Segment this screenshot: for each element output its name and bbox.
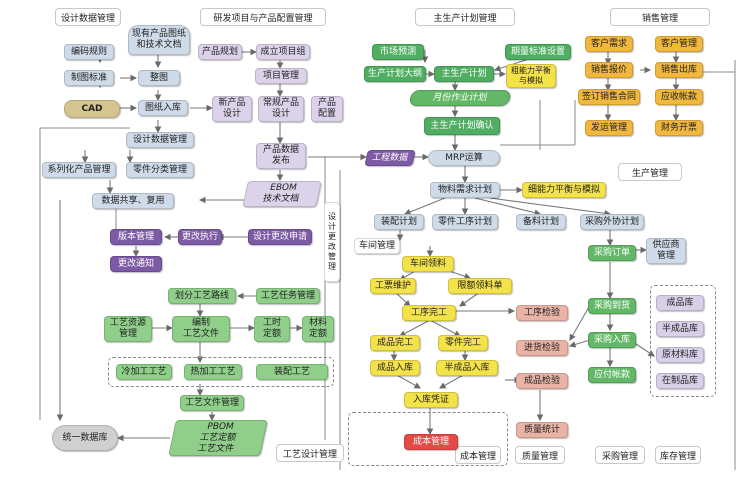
node-task-mgmt[interactable]: 工艺任务管理	[256, 288, 320, 304]
node-wh-raw[interactable]: 原材料库	[656, 347, 704, 363]
section-purchase: 采购管理	[595, 446, 645, 464]
node-series-mgmt[interactable]: 系列化产品管理	[42, 162, 116, 178]
node-purchase-store[interactable]: 采购入库	[588, 332, 636, 348]
section-rd-config: 研发项目与产品配置管理	[200, 8, 326, 26]
node-sales-quote[interactable]: 销售报价	[585, 62, 633, 78]
node-cost-mgmt[interactable]: 成本管理	[404, 434, 458, 450]
cost-group	[348, 412, 508, 466]
node-mrp[interactable]: MRP运算	[428, 150, 500, 166]
section-design-data: 设计数据管理	[55, 8, 121, 26]
node-unified-db[interactable]: 统一数据库	[52, 425, 118, 451]
node-limit-picking[interactable]: 限额领料单	[448, 278, 512, 294]
warehouse-group	[650, 285, 716, 397]
node-mps[interactable]: 主生产计划	[434, 66, 494, 82]
node-change-exec[interactable]: 更改执行	[178, 229, 222, 245]
node-parts-done[interactable]: 零件完工	[438, 335, 488, 351]
node-hot-proc[interactable]: 热加工工艺	[184, 364, 242, 380]
node-monthly-plan[interactable]: 月份作业计划	[408, 90, 512, 106]
node-parts-class[interactable]: 零件分类管理	[126, 162, 194, 178]
section-inventory: 库存管理	[655, 446, 701, 464]
node-purchase-order[interactable]: 采购订单	[588, 245, 636, 261]
node-parts-proc-plan[interactable]: 零件工序计划	[432, 214, 498, 230]
node-eng-data[interactable]: 工程数据	[364, 150, 416, 166]
node-product-store[interactable]: 成品入库	[370, 360, 420, 376]
node-batch-setting[interactable]: 期量标准设置	[505, 44, 571, 60]
node-organize[interactable]: 整图	[138, 70, 180, 86]
node-route-division[interactable]: 划分工艺路线	[168, 288, 236, 304]
node-wh-finished[interactable]: 成品库	[656, 295, 704, 311]
node-resource-mgmt[interactable]: 工艺资源 管理	[104, 316, 152, 342]
node-product-inspect[interactable]: 成品检验	[516, 373, 568, 389]
node-compile-doc[interactable]: 编制 工艺文件	[172, 316, 230, 342]
node-sign-contract[interactable]: 签订销售合同	[578, 89, 640, 105]
node-material-plan[interactable]: 备料计划	[516, 214, 566, 230]
node-ebom[interactable]: EBOM 技术文档	[242, 181, 322, 207]
node-sales-out[interactable]: 销售出库	[655, 62, 703, 78]
node-proc-complete[interactable]: 工序完工	[402, 305, 456, 321]
node-store-voucher[interactable]: 入库凭证	[404, 392, 458, 408]
section-master-plan: 主生产计划管理	[415, 8, 515, 26]
node-cust-mgmt[interactable]: 客户管理	[655, 36, 703, 52]
node-cust-demand[interactable]: 客户需求	[585, 36, 633, 52]
node-labor-quota[interactable]: 工时 定额	[254, 316, 290, 342]
node-outsource-plan[interactable]: 采购外协计划	[580, 214, 644, 230]
node-fine-cap[interactable]: 细能力平衡与模拟	[522, 182, 606, 198]
node-coding-rules[interactable]: 编码规则	[64, 44, 114, 60]
node-ship-mgmt[interactable]: 发运管理	[585, 120, 633, 136]
node-data-release[interactable]: 产品数据 发布	[256, 143, 306, 169]
node-create-project[interactable]: 成立项目组	[256, 44, 310, 60]
node-design-data-mgmt[interactable]: 设计数据管理	[126, 132, 194, 148]
node-pbom[interactable]: PBOM 工艺定额 工艺文件	[168, 420, 268, 456]
section-quality: 质量管理	[515, 446, 565, 464]
node-normal-design[interactable]: 常规产品 设计	[258, 96, 304, 122]
node-mps-confirm[interactable]: 主生产计划确认	[424, 117, 500, 135]
node-mat-demand[interactable]: 物料需求计划	[430, 182, 500, 198]
node-purchase-arrival[interactable]: 采购到货	[588, 298, 636, 314]
section-production: 生产管理	[618, 163, 682, 181]
node-version-mgmt[interactable]: 版本管理	[110, 229, 162, 245]
node-prod-outline[interactable]: 生产计划大纲	[364, 66, 426, 82]
node-incoming-inspect[interactable]: 进货检验	[516, 340, 568, 356]
node-drawing-std[interactable]: 制图标准	[64, 70, 114, 86]
section-cost: 成本管理	[455, 446, 501, 464]
node-change-apply[interactable]: 设计更改申请	[248, 229, 312, 245]
node-quality-stat[interactable]: 质量统计	[516, 422, 568, 438]
node-proc-inspect[interactable]: 工序检验	[516, 305, 568, 321]
node-invoice[interactable]: 财务开票	[655, 120, 703, 136]
node-change-notice[interactable]: 更改通知	[110, 256, 162, 272]
process-types-group	[108, 357, 334, 387]
section-process-design: 工艺设计管理	[276, 444, 344, 462]
node-payable[interactable]: 应付帐款	[588, 367, 636, 383]
node-drawing-store[interactable]: 图纸入库	[138, 100, 188, 116]
node-market-forecast[interactable]: 市场预测	[372, 44, 424, 60]
section-sales: 销售管理	[610, 8, 710, 26]
node-existing-docs[interactable]: 现有产品图纸 和技术文档	[128, 25, 190, 55]
node-material-quota[interactable]: 材料 定额	[302, 316, 334, 342]
node-supplier[interactable]: 供应商 管理	[646, 238, 686, 264]
node-product-plan[interactable]: 产品规划	[198, 44, 242, 60]
node-cold-proc[interactable]: 冷加工工艺	[116, 364, 172, 380]
node-receivable[interactable]: 应收帐款	[655, 89, 703, 105]
node-shop-picking[interactable]: 车间领料	[402, 256, 454, 272]
node-proc-doc-mgmt[interactable]: 工艺文件管理	[180, 395, 244, 411]
node-design-change[interactable]: 设 计 更 改 管 理	[324, 202, 340, 282]
node-product-config[interactable]: 产品 配置	[311, 96, 343, 122]
node-project-mgmt[interactable]: 项目管理	[255, 68, 307, 84]
node-data-share[interactable]: 数据共享、复用	[92, 193, 174, 209]
node-cad[interactable]: CAD	[64, 100, 120, 118]
node-rough-cap[interactable]: 粗能力平衡 与模拟	[506, 64, 556, 88]
node-wh-semi[interactable]: 半成品库	[656, 321, 704, 337]
node-wh-wip[interactable]: 在制品库	[656, 373, 704, 389]
node-semi-store[interactable]: 半成品入库	[436, 360, 498, 376]
node-assembly-plan[interactable]: 装配计划	[374, 214, 424, 230]
node-product-done[interactable]: 成品完工	[370, 335, 420, 351]
node-workshop[interactable]: 车间管理	[354, 238, 400, 254]
node-ticket-maint[interactable]: 工票维护	[370, 278, 416, 294]
node-assembly-proc[interactable]: 装配工艺	[256, 364, 328, 380]
node-new-design[interactable]: 新产品 设计	[212, 96, 252, 122]
